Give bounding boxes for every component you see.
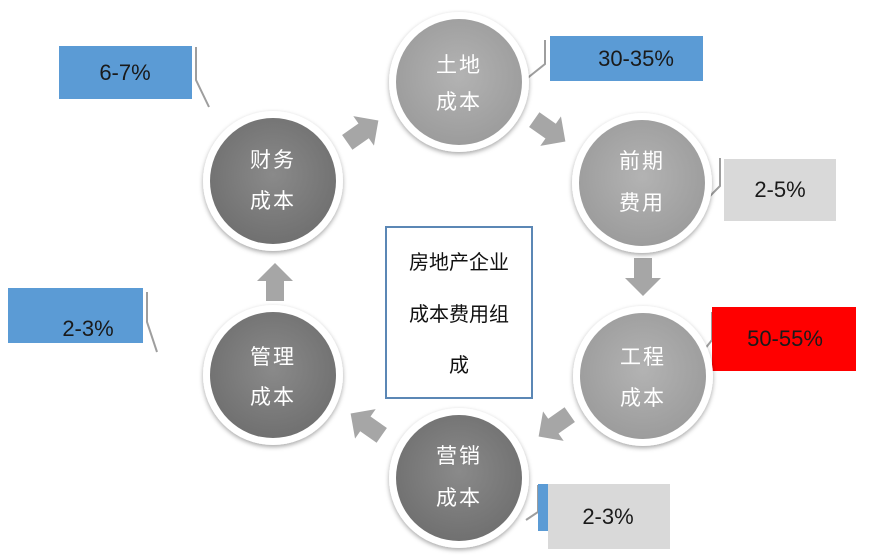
center-title-line2: 成本费用组: [409, 302, 509, 326]
callout-land: 30-35%: [550, 36, 703, 81]
node-marketing-line2: 成本: [436, 486, 482, 510]
callout-marketing: 2-3%: [538, 484, 670, 549]
node-engineering-line2: 成本: [620, 386, 666, 410]
node-finance: 财务 成本: [203, 111, 343, 251]
node-land-line1: 土地: [436, 53, 482, 77]
callout-marketing-text: 2-3%: [582, 504, 633, 529]
callout-engineering-text: 50-55%: [747, 326, 823, 351]
arrow-preliminary-to-engineering: [625, 258, 661, 296]
center-title-line3: 成: [449, 353, 469, 377]
arrow-engineering-to-marketing: [538, 407, 575, 441]
cycle-arrows: [257, 112, 661, 443]
node-land: 土地 成本: [389, 12, 529, 152]
callout-engineering: 50-55%: [712, 307, 856, 371]
node-management-line1: 管理: [250, 345, 296, 369]
node-marketing: 营销 成本: [389, 408, 529, 548]
callout-finance: 6-7%: [59, 46, 192, 99]
leader-land: [524, 40, 546, 81]
arrow-marketing-to-management: [350, 409, 387, 443]
arrow-finance-to-land: [342, 116, 379, 150]
leader-preliminary: [707, 158, 721, 199]
node-preliminary-line1: 前期: [619, 149, 665, 173]
node-preliminary: 前期 费用: [572, 113, 712, 253]
cost-nodes: 土地 成本 前期 费用 工程 成本 营销 成本 管理 成本: [203, 12, 713, 548]
center-title-line1: 房地产企业: [409, 250, 509, 274]
leader-management: [146, 292, 158, 353]
callout-finance-text: 6-7%: [99, 60, 150, 85]
node-finance-line1: 财务: [250, 148, 296, 172]
node-finance-line2: 成本: [250, 189, 296, 213]
arrow-management-to-finance: [257, 263, 293, 301]
callout-preliminary: 2-5%: [724, 159, 836, 221]
node-preliminary-line2: 费用: [619, 191, 665, 215]
node-marketing-line1: 营销: [436, 444, 482, 468]
share-callouts: 6-7% 30-35% 2-5% 50-55% 2-3% 2-3%: [8, 36, 856, 549]
callout-management: 2-3%: [8, 288, 143, 343]
callout-preliminary-text: 2-5%: [754, 177, 805, 202]
callout-management-text: 2-3%: [62, 316, 113, 341]
arrow-land-to-preliminary: [529, 112, 566, 146]
leader-finance: [195, 47, 210, 108]
node-management: 管理 成本: [203, 305, 343, 445]
node-engineering-line1: 工程: [620, 345, 666, 369]
node-engineering: 工程 成本: [573, 306, 713, 446]
center-title-box: 房地产企业 成本费用组 成: [385, 226, 533, 399]
node-management-line2: 成本: [250, 385, 296, 409]
node-land-line2: 成本: [436, 90, 482, 114]
callout-land-text: 30-35%: [598, 46, 674, 71]
